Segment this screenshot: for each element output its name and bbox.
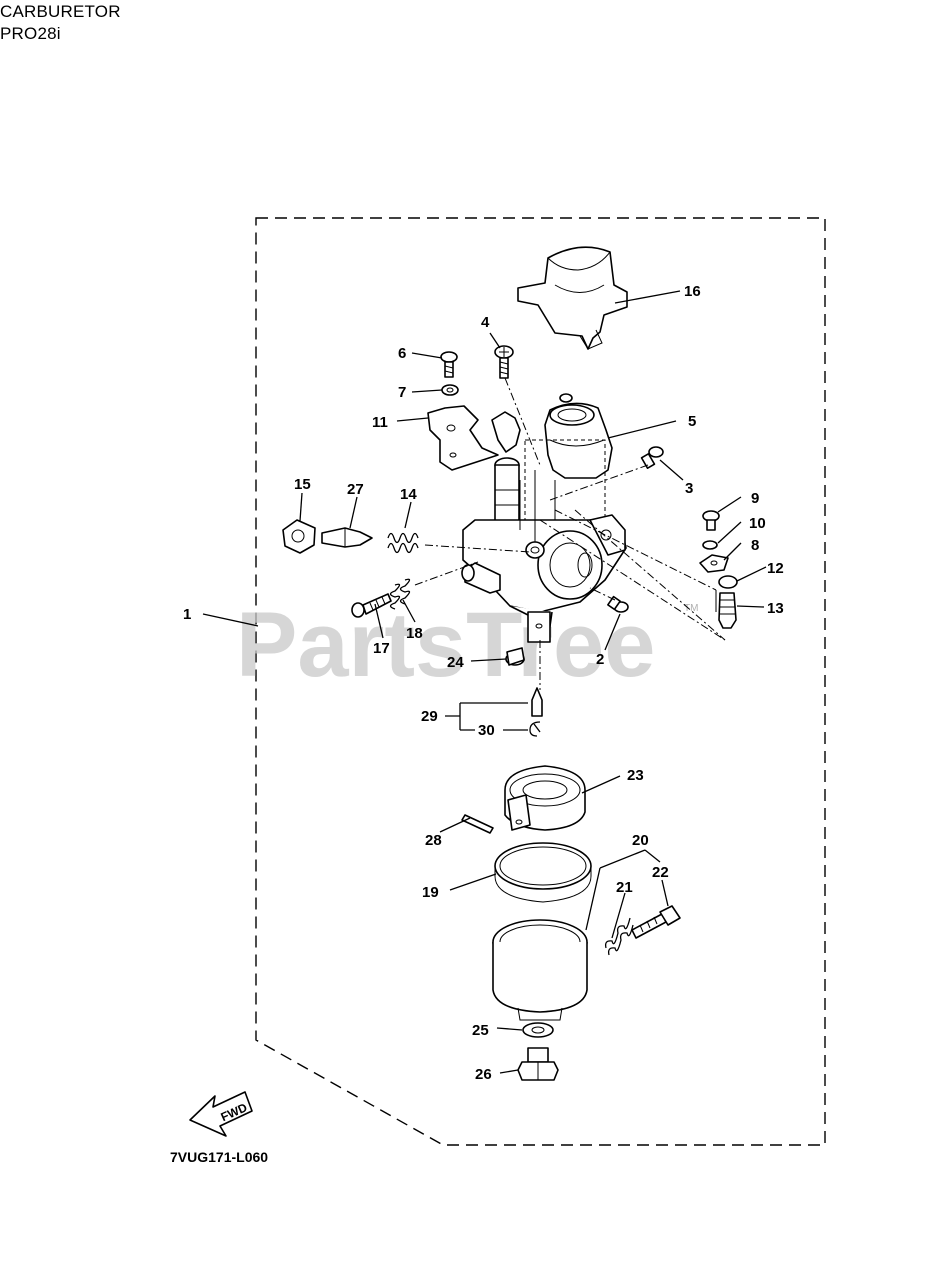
assembly-boundary [255, 217, 826, 1146]
callout-19: 19 [422, 884, 439, 901]
callout-27: 27 [347, 481, 364, 498]
part-23-float [504, 765, 586, 831]
page-title: CARBURETOR [0, 2, 121, 21]
callout-17: 17 [373, 640, 390, 657]
callout-29: 29 [421, 708, 438, 725]
part-30-clip [529, 721, 541, 737]
part-16-cover [517, 246, 628, 350]
callout-12: 12 [767, 560, 784, 577]
part-4-screw [494, 345, 514, 379]
callout-2: 2 [596, 651, 604, 668]
watermark-tm: TM [684, 603, 698, 614]
callout-4: 4 [481, 314, 490, 331]
part-22-screw [631, 905, 681, 939]
alignment-lines [414, 377, 726, 690]
part-26-drain-bolt [517, 1047, 559, 1081]
part-6-screw [440, 351, 458, 378]
callout-5: 5 [688, 413, 696, 430]
leader-lines [202, 290, 767, 1074]
part-27-screw [321, 527, 373, 548]
watermark-text: PartsTree [236, 594, 655, 696]
float-bowl [492, 919, 588, 1021]
callout-30: 30 [478, 722, 495, 739]
part-9-screw [702, 510, 720, 531]
carburetor-body [461, 393, 627, 643]
callout-24: 24 [447, 654, 464, 671]
part-13-fitting [715, 590, 737, 629]
callout-18: 18 [406, 625, 423, 642]
callout-14: 14 [400, 486, 417, 503]
callout-16: 16 [684, 283, 701, 300]
callout-6: 6 [398, 345, 406, 362]
part-17-screw [351, 593, 392, 618]
callout-13: 13 [767, 600, 784, 617]
callout-3: 3 [685, 480, 693, 497]
callout-9: 9 [751, 490, 759, 507]
callout-8: 8 [751, 537, 759, 554]
part-14-spring [387, 532, 419, 554]
part-7-washer [441, 384, 459, 396]
part-15-knob [282, 519, 316, 554]
callout-21: 21 [616, 879, 633, 896]
part-10-washer [702, 540, 718, 550]
part-29-needle [531, 687, 543, 717]
part-12-oring [718, 575, 738, 589]
model-name: PRO28i [0, 24, 61, 43]
part-3-screw [640, 446, 664, 469]
diagram-code: 7VUG171-L060 [170, 1149, 268, 1165]
callout-26: 26 [475, 1066, 492, 1083]
callout-10: 10 [749, 515, 766, 532]
callouts: 1 2 3 4 5 6 7 8 9 10 11 12 13 14 15 16 1… [183, 283, 784, 1083]
part-25-washer [522, 1022, 554, 1038]
callout-23: 23 [627, 767, 644, 784]
fwd-arrow-icon: FWD [189, 1091, 253, 1137]
callout-1: 1 [183, 606, 191, 623]
part-8-bracket [699, 554, 729, 573]
part-28-pin [461, 814, 494, 834]
part-21-spring [604, 917, 634, 956]
callout-7: 7 [398, 384, 406, 401]
callout-28: 28 [425, 832, 442, 849]
callout-20: 20 [632, 832, 649, 849]
callout-25: 25 [472, 1022, 489, 1039]
callout-22: 22 [652, 864, 669, 881]
part-11-bracket [427, 405, 499, 471]
part-2-screw [607, 595, 629, 613]
part-19-gasket [494, 842, 592, 903]
part-18-spring [389, 578, 411, 610]
callout-15: 15 [294, 476, 311, 493]
callout-11: 11 [372, 414, 388, 431]
